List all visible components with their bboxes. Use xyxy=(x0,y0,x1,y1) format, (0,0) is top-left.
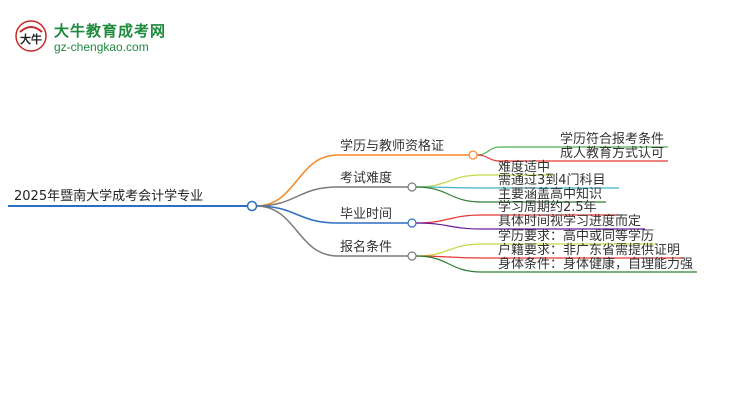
leaf-connector xyxy=(415,214,483,224)
branch-node xyxy=(407,251,417,261)
branch-connector xyxy=(255,154,339,207)
leaf-label: 学习周期约2.5年 xyxy=(498,200,597,215)
leaf-connector xyxy=(476,146,501,156)
brand-logo[interactable]: 大牛 大牛教育成考网 gz-chengkao.com xyxy=(14,18,174,58)
branch-node xyxy=(407,218,417,228)
leaf-connector xyxy=(415,174,483,188)
branch-node xyxy=(407,182,417,192)
leaf-connector xyxy=(415,186,483,203)
branch-label: 考试难度 xyxy=(340,171,393,186)
branch-label: 学历与教师资格证 xyxy=(340,139,445,154)
ox-logo-icon: 大牛 xyxy=(15,20,47,52)
root-node xyxy=(246,200,258,212)
branch-label: 报名条件 xyxy=(340,240,393,255)
branch-node xyxy=(468,150,478,160)
branch-connector xyxy=(255,205,339,257)
leaf-label: 难度适中 xyxy=(498,160,551,175)
leaf-label: 需通过3到4门科目 xyxy=(498,173,606,188)
leaf-label: 学历要求：高中或同等学历 xyxy=(498,229,655,244)
leaf-connector xyxy=(415,222,483,230)
branch-connector xyxy=(255,205,339,224)
leaf-label: 成人教育方式认可 xyxy=(560,146,665,161)
leaf-label: 学历符合报考条件 xyxy=(560,132,665,147)
leaf-connector xyxy=(415,255,483,273)
brand-url[interactable]: gz-chengkao.com xyxy=(54,40,149,54)
logo-mark-text: 大牛 xyxy=(20,32,42,46)
branch-connector xyxy=(255,186,339,207)
branch-label: 毕业时间 xyxy=(340,207,393,222)
leaf-connector xyxy=(415,243,483,257)
leaf-connector xyxy=(476,154,501,162)
root-label: 2025年暨南大学成考会计学专业 xyxy=(14,189,204,204)
leaf-label: 主要涵盖高中知识 xyxy=(498,187,603,202)
leaf-label: 户籍要求：非广东省需提供证明 xyxy=(498,243,681,258)
brand-title: 大牛教育成考网 xyxy=(54,22,167,40)
leaf-label: 身体条件：身体健康，自理能力强 xyxy=(498,257,694,272)
leaf-label: 具体时间视学习进度而定 xyxy=(498,214,642,229)
